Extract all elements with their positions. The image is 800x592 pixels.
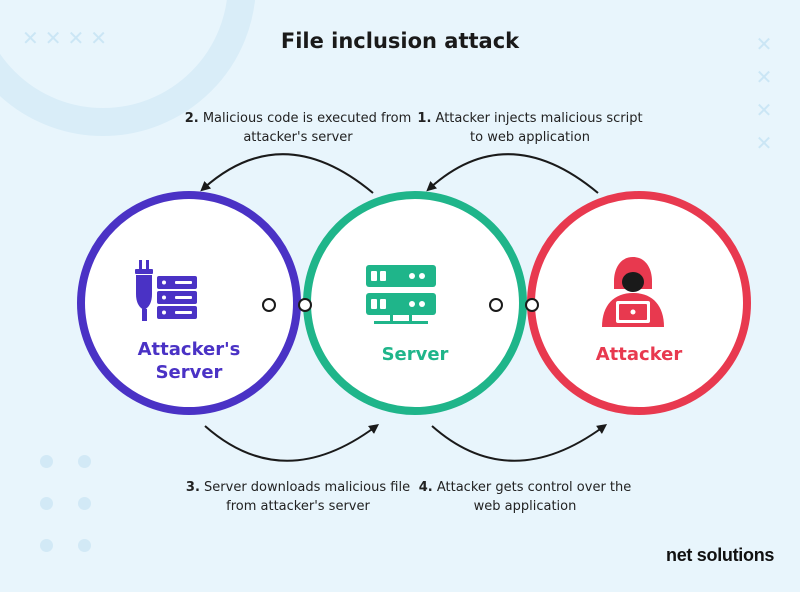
attacker-server-icon bbox=[135, 260, 197, 321]
step-1-number: 1. bbox=[417, 111, 432, 126]
step-3-text: Server downloads malicious file from att… bbox=[204, 480, 411, 514]
step-4-text: Attacker gets control over the web appli… bbox=[436, 480, 632, 514]
arrow-step-3 bbox=[204, 424, 380, 462]
step-3-caption: 3. Server downloads malicious file from … bbox=[178, 478, 418, 516]
brand-logo: net solutions bbox=[666, 545, 775, 565]
server-label: Server bbox=[381, 344, 449, 365]
hooded-hacker-icon bbox=[602, 257, 664, 327]
decorative-x-icons-row: ✕✕✕✕ bbox=[22, 26, 114, 50]
arrow-step-1 bbox=[426, 153, 599, 194]
step-1-caption: 1. Attacker injects malicious script to … bbox=[410, 109, 650, 147]
decorative-x-icons-column: ✕✕✕✕ bbox=[755, 32, 773, 155]
step-2-number: 2. bbox=[184, 111, 199, 126]
step-4-caption: 4. Attacker gets control over the web ap… bbox=[405, 478, 645, 516]
step-1-text: Attacker injects malicious script to web… bbox=[435, 111, 643, 145]
connector-dot bbox=[298, 298, 312, 312]
attackers-server-label: Attacker's Server bbox=[137, 339, 241, 383]
step-4-number: 4. bbox=[418, 480, 433, 495]
arrow-step-4 bbox=[431, 424, 608, 462]
step-2-text: Malicious code is executed from attacker… bbox=[202, 111, 412, 145]
step-2-caption: 2. Malicious code is executed from attac… bbox=[178, 109, 418, 147]
attacker-label: Attacker bbox=[595, 344, 683, 365]
page-title: File inclusion attack bbox=[280, 29, 520, 53]
connector-dot bbox=[525, 298, 539, 312]
decorative-dots bbox=[40, 455, 100, 565]
step-3-number: 3. bbox=[185, 480, 200, 495]
arrow-step-2 bbox=[200, 153, 374, 194]
connector-dot bbox=[262, 298, 276, 312]
server-rack-icon bbox=[366, 265, 436, 324]
connector-dot bbox=[489, 298, 503, 312]
